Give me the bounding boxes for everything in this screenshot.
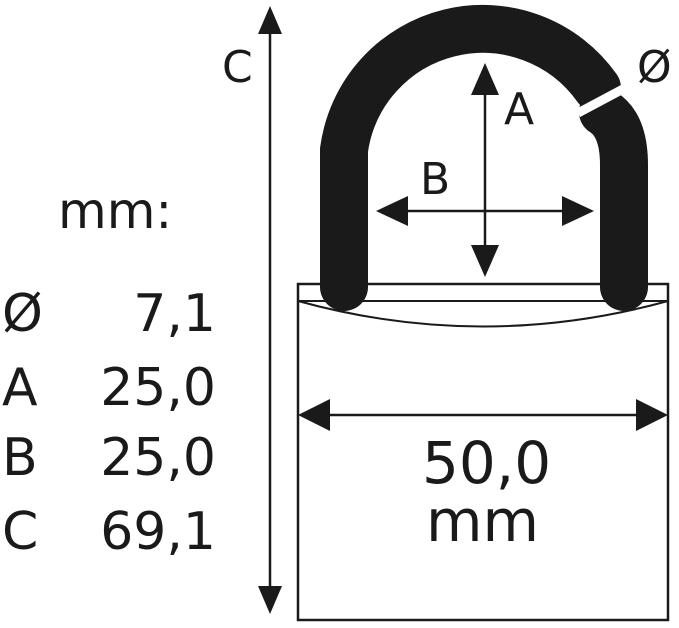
padlock-shackle — [320, 4, 648, 311]
spec-letter: Ø — [2, 284, 43, 344]
spec-value: 69,1 — [100, 502, 216, 562]
spec-row-c: C 69,1 — [0, 506, 216, 568]
spec-row-b: B 25,0 — [0, 432, 216, 494]
spec-value: 25,0 — [100, 428, 216, 488]
shackle-width-arrow — [376, 196, 594, 226]
diameter-label: Ø — [637, 42, 672, 93]
height-dimension-arrow — [258, 6, 282, 614]
body-width-value: 50,0 — [422, 429, 552, 497]
spec-letter: A — [2, 358, 38, 418]
shackle-width-label: B — [420, 154, 451, 205]
spec-letter: C — [2, 502, 39, 562]
body-width-unit: mm — [426, 487, 539, 555]
unit-heading: mm: — [58, 182, 173, 240]
shackle-height-label: A — [504, 84, 535, 135]
spec-row-diameter: Ø 7,1 — [0, 288, 216, 350]
body-width-arrow — [298, 399, 668, 431]
spec-value: 25,0 — [100, 358, 216, 418]
spec-value: 7,1 — [133, 284, 216, 344]
shackle-height-arrow — [471, 63, 499, 277]
spec-letter: B — [2, 428, 38, 488]
spec-row-a: A 25,0 — [0, 362, 216, 424]
height-label: C — [222, 42, 253, 93]
